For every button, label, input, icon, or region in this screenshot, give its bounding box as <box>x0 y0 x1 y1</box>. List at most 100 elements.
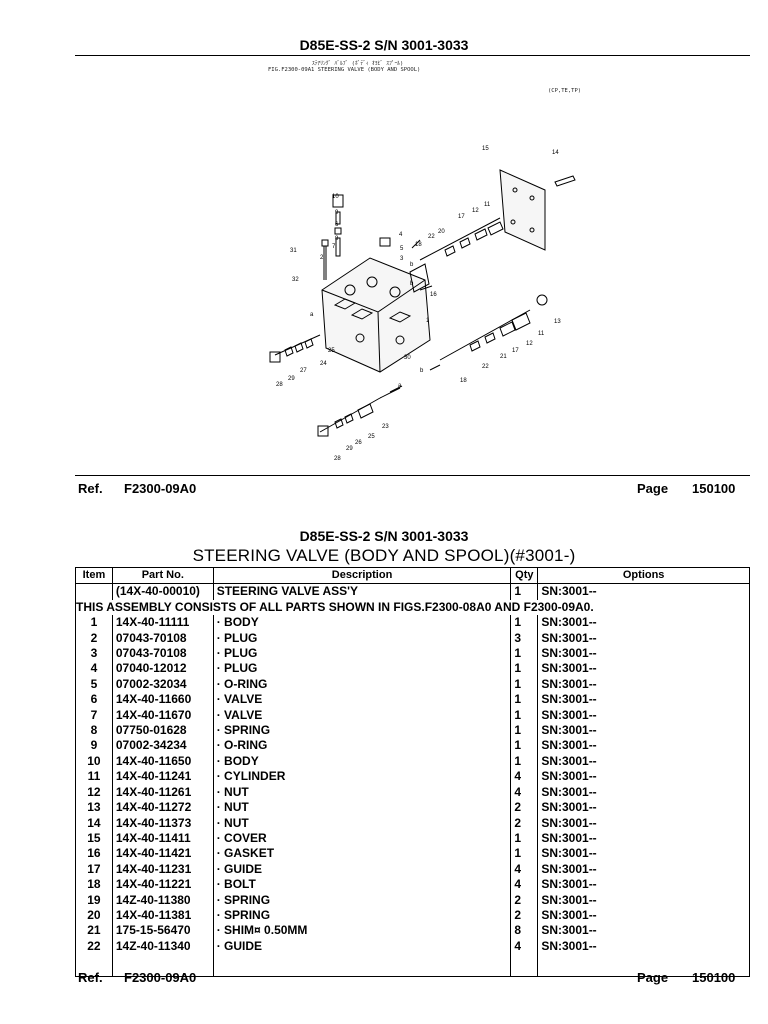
cell-options: SN:3001-- <box>537 846 750 862</box>
cell-part-no: 07040-12012 <box>111 661 214 677</box>
cell-options: SN:3001-- <box>537 830 750 847</box>
header-rule <box>75 55 750 56</box>
cell-part-no: 14X-40-11411 <box>111 830 214 847</box>
empty-cell <box>537 954 750 978</box>
cell-part-no: 07043-70108 <box>111 630 214 647</box>
empty-cell <box>212 954 512 978</box>
svg-text:b: b <box>410 281 414 287</box>
page-label: Page <box>637 481 669 496</box>
cell-qty: 1 <box>510 738 539 754</box>
cell-options: SN:3001-- <box>537 907 750 924</box>
cell-qty: 4 <box>510 938 539 955</box>
svg-text:17: 17 <box>512 348 519 354</box>
bottom-page-number: 150100 <box>692 970 736 985</box>
cell-options: SN:3001-- <box>537 615 750 631</box>
cell-description: · PLUG <box>212 630 512 647</box>
parts-table: Item Part No. Description Qty Options (1… <box>75 566 750 978</box>
empty-cell <box>510 954 539 978</box>
svg-text:15: 15 <box>482 146 489 152</box>
cell-item: 20 <box>75 907 113 924</box>
cell-part-no: 14X-40-11231 <box>111 861 214 878</box>
svg-text:22: 22 <box>428 234 435 240</box>
cell-item: 4 <box>75 661 113 677</box>
page-title: D85E-SS-2 S/N 3001-3033 <box>299 37 469 53</box>
cell-part-no: 175-15-56470 <box>111 923 214 939</box>
fig-caption: FIG.F2300-09A1 STEERING VALVE (BODY AND … <box>268 67 421 73</box>
svg-text:18: 18 <box>415 242 422 248</box>
cell-description: · GUIDE <box>212 861 512 878</box>
cell-item: 1 <box>75 615 113 631</box>
cell-qty: 1 <box>510 753 539 770</box>
cell-item: 15 <box>75 830 113 847</box>
assy-row: (14X-40-00010) STEERING VALVE ASS'Y 1 SN… <box>75 583 750 600</box>
cell-part-no: 14X-40-11650 <box>111 753 214 770</box>
cell-qty: 1 <box>510 615 539 631</box>
assy-options: SN:3001-- <box>537 583 750 600</box>
svg-text:25: 25 <box>368 434 375 440</box>
cell-item: 12 <box>75 784 113 801</box>
cell-qty: 1 <box>510 846 539 862</box>
svg-text:13: 13 <box>554 319 561 325</box>
cell-options: SN:3001-- <box>537 923 750 939</box>
cell-description: · O-RING <box>212 676 512 693</box>
cell-options: SN:3001-- <box>537 707 750 724</box>
cell-item: 17 <box>75 861 113 878</box>
cell-part-no: 14X-40-11421 <box>111 846 214 862</box>
cell-part-no: 07002-34234 <box>111 738 214 754</box>
cell-options: SN:3001-- <box>537 784 750 801</box>
svg-text:12: 12 <box>472 208 479 214</box>
svg-text:29: 29 <box>346 446 353 452</box>
table-end-row <box>75 954 750 978</box>
cell-item: 8 <box>75 723 113 739</box>
cell-qty: 1 <box>510 646 539 662</box>
cell-item: 6 <box>75 692 113 708</box>
col-header-options: Options <box>537 566 750 585</box>
cell-part-no: 14X-40-11373 <box>111 815 214 831</box>
cell-description: · NUT <box>212 815 512 831</box>
cell-options: SN:3001-- <box>537 815 750 831</box>
cell-qty: 1 <box>510 707 539 724</box>
svg-text:22: 22 <box>482 364 489 370</box>
svg-text:6: 6 <box>335 222 339 228</box>
cell-part-no: 07750-01628 <box>111 723 214 739</box>
cell-options: SN:3001-- <box>537 769 750 785</box>
cell-options: SN:3001-- <box>537 738 750 754</box>
svg-text:10: 10 <box>332 194 339 200</box>
cell-description: · SPRING <box>212 892 512 908</box>
col-header-item: Item <box>75 566 113 585</box>
cell-description: · PLUG <box>212 661 512 677</box>
cell-options: SN:3001-- <box>537 676 750 693</box>
svg-text:11: 11 <box>538 331 545 337</box>
cell-qty: 4 <box>510 784 539 801</box>
svg-text:5: 5 <box>400 246 404 252</box>
svg-text:32: 32 <box>292 277 299 283</box>
svg-text:7: 7 <box>332 244 336 250</box>
table-header-row: Item Part No. Description Qty Options <box>75 566 750 585</box>
cell-description: · COVER <box>212 830 512 847</box>
cell-qty: 4 <box>510 861 539 878</box>
svg-text:28: 28 <box>276 382 283 388</box>
col-header-part-no: Part No. <box>111 566 214 585</box>
cell-item: 11 <box>75 769 113 785</box>
cell-item: 3 <box>75 646 113 662</box>
svg-text:8: 8 <box>335 236 339 242</box>
cell-options: SN:3001-- <box>537 938 750 955</box>
cell-description: · GASKET <box>212 846 512 862</box>
svg-text:4: 4 <box>399 232 403 238</box>
cell-qty: 2 <box>510 907 539 924</box>
cell-description: · CYLINDER <box>212 769 512 785</box>
cell-options: SN:3001-- <box>537 877 750 893</box>
svg-text:27: 27 <box>300 368 307 374</box>
cell-item: 2 <box>75 630 113 647</box>
